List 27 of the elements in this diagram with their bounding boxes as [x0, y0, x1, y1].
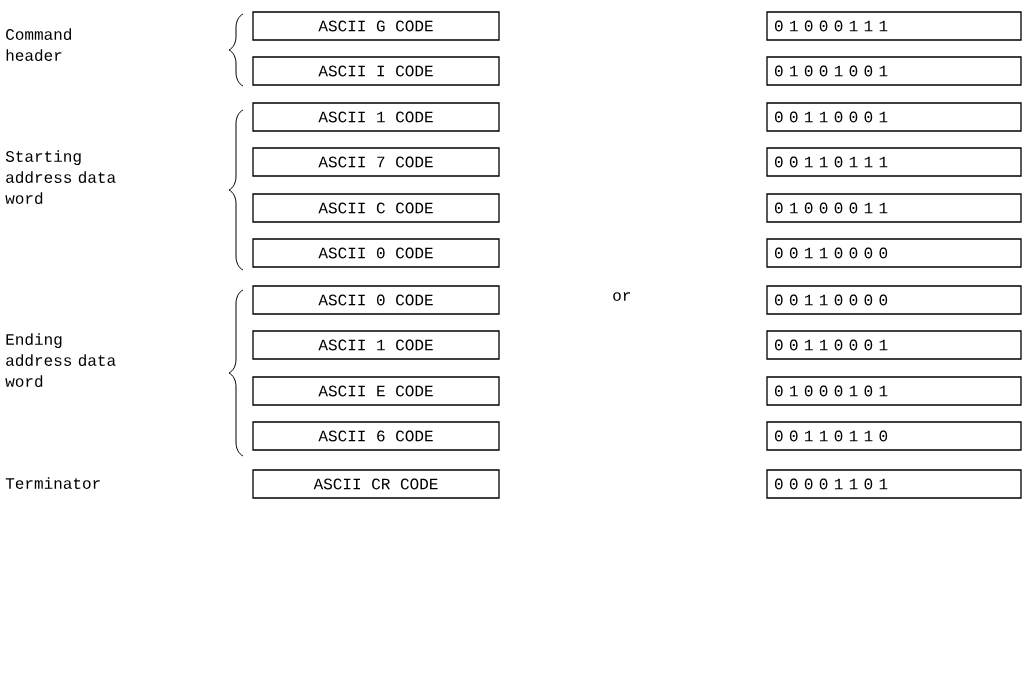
group-label: Command header — [6, 28, 71, 61]
group-label: Ending address data word — [5, 333, 116, 387]
group-label: Starting address data word — [5, 150, 116, 204]
code-box: ASCII 1 CODE — [252, 102, 500, 132]
bit-box: 0 1 0 0 0 1 1 1 — [766, 11, 1022, 41]
code-box: ASCII E CODE — [252, 376, 500, 406]
code-box: ASCII 7 CODE — [252, 147, 500, 177]
bit-box: 0 1 0 0 1 0 0 1 — [766, 56, 1022, 86]
code-box: ASCII 0 CODE — [252, 285, 500, 315]
code-box: ASCII 1 CODE — [252, 330, 500, 360]
bit-box: 0 0 1 1 0 0 0 0 — [766, 285, 1022, 315]
bit-box: 0 0 1 1 0 0 0 0 — [766, 238, 1022, 268]
code-box: ASCII 6 CODE — [252, 421, 500, 451]
bit-box: 0 0 1 1 0 0 0 1 — [766, 102, 1022, 132]
bit-box: 0 0 1 1 0 1 1 0 — [766, 421, 1022, 451]
bit-box: 0 1 0 0 0 0 1 1 — [766, 193, 1022, 223]
group-label: Terminator — [5, 477, 100, 489]
code-box: ASCII G CODE — [252, 11, 500, 41]
bit-box: 0 0 0 0 1 1 0 1 — [766, 469, 1022, 499]
code-box: ASCII 0 CODE — [252, 238, 500, 268]
bit-box: 0 1 0 0 0 1 0 1 — [766, 376, 1022, 406]
group-label: or — [613, 292, 630, 301]
code-box: ASCII CR CODE — [252, 469, 500, 499]
code-box: ASCII I CODE — [252, 56, 500, 86]
code-box: ASCII C CODE — [252, 193, 500, 223]
bit-box: 0 0 1 1 0 1 1 1 — [766, 147, 1022, 177]
bit-box: 0 0 1 1 0 0 0 1 — [766, 330, 1022, 360]
